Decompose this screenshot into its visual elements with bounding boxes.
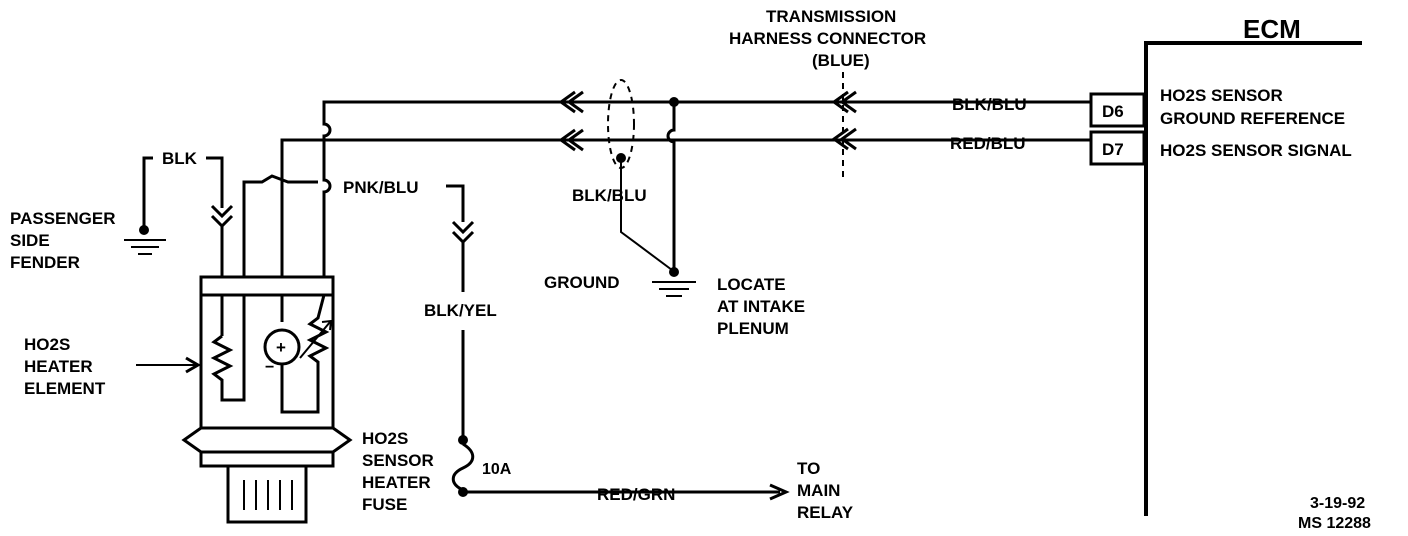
sensor-hex-nut: [181, 426, 353, 454]
fuse-label-line4: FUSE: [362, 495, 407, 514]
ecm-label: ECM: [1243, 14, 1301, 44]
locate-line1: LOCATE: [717, 275, 786, 294]
fender-label-line3: FENDER: [10, 253, 80, 272]
pnk-blu-chevron-icon: [451, 220, 475, 245]
wire-blk-sensor-top: [206, 156, 224, 208]
relay-arrow-icon: [769, 483, 790, 501]
drawing-date: 3-19-92: [1310, 495, 1365, 512]
pin-d7-box: [1089, 130, 1146, 166]
fuse-label-line2: SENSOR: [362, 451, 434, 470]
wire-label-blk: BLK: [162, 149, 198, 168]
sensor-top-cap: [199, 275, 335, 297]
ground-symbol-icon: [652, 281, 696, 297]
sensor-body: [199, 293, 335, 430]
fuse-rating: 10A: [482, 461, 512, 478]
wire-blk-fender: [142, 156, 153, 228]
sensor-tip: [226, 464, 308, 524]
fender-label-line1: PASSENGER: [10, 209, 116, 228]
wire-label-red-blu: RED/BLU: [950, 134, 1026, 153]
wire-label-blk-blu-shield: BLK/BLU: [572, 186, 647, 205]
variable-resistor-arrow: [299, 321, 331, 359]
wire-pnk-blu-down: [446, 184, 465, 222]
footer: 3-19-92 MS 12288: [1298, 495, 1371, 532]
relay-label-line3: RELAY: [797, 503, 854, 522]
shield-ground: BLK/BLU GROUND LOCATE AT INTAKE PLENUM: [544, 79, 805, 338]
connector-label-line3: (BLUE): [812, 51, 870, 70]
pin-d6-label: D6: [1102, 102, 1124, 121]
wire-label-blk-blu-top: BLK/BLU: [952, 95, 1027, 114]
fuse-terminal-top: [458, 435, 468, 445]
heater-label-line1: HO2S: [24, 335, 70, 354]
locate-line2: AT INTAKE: [717, 297, 805, 316]
variable-resistor-icon: [306, 294, 330, 378]
main-wires: BLK/BLU RED/BLU: [280, 90, 1091, 278]
sensor-washer: [199, 450, 335, 468]
heater-callout-arrow-icon: [185, 356, 201, 374]
blk-fender-ground: BLK PASSENGER SIDE FENDER: [10, 149, 234, 278]
heater-label-line3: ELEMENT: [24, 379, 106, 398]
fuse-label-line1: HO2S: [362, 429, 408, 448]
wire-label-red-grn: RED/GRN: [597, 485, 675, 504]
drawing-number: MS 12288: [1298, 515, 1371, 532]
fender-label-line2: SIDE: [10, 231, 50, 250]
cell-minus: −: [265, 359, 274, 376]
locate-line3: PLENUM: [717, 319, 789, 338]
variable-resistor-arrowhead-icon: [321, 319, 333, 331]
heater-label-line2: HEATER: [24, 357, 93, 376]
wire-red-blu: [280, 138, 1091, 278]
wire-label-pnk-blu: PNK/BLU: [343, 178, 419, 197]
relay-label-line1: TO: [797, 459, 820, 478]
cell-lead-bottom: [280, 364, 320, 414]
ecm-outline: [1144, 41, 1362, 516]
heater-resistor-icon: [210, 295, 246, 402]
fender-ground-symbol-icon: [124, 239, 166, 255]
pin-d7-label: D7: [1102, 140, 1124, 159]
fuse-icon: [451, 442, 475, 492]
ground-label: GROUND: [544, 273, 620, 292]
connector-label-line1: TRANSMISSION: [766, 7, 896, 26]
sensor-tip-slots-icon: [243, 480, 293, 510]
inline-chevron-bottom-icon: [558, 128, 584, 152]
ground-dot: [669, 267, 679, 277]
d6-desc-line2: GROUND REFERENCE: [1160, 109, 1345, 128]
ground-wire-vertical: [666, 102, 676, 270]
cell-plus: +: [276, 338, 286, 357]
heater-circuit: PNK/BLU BLK/YEL 10A RED/GRN TO MAIN RELA…: [242, 174, 854, 522]
wire-blk-blu-top: [322, 100, 1091, 278]
pin-d6-box: [1089, 92, 1146, 128]
fender-ground-dot: [139, 225, 149, 235]
wire-label-blk-yel: BLK/YEL: [424, 301, 497, 320]
d7-desc: HO2S SENSOR SIGNAL: [1160, 141, 1352, 160]
transmission-harness-connector: TRANSMISSION HARNESS CONNECTOR (BLUE): [729, 7, 926, 178]
d6-desc-line1: HO2S SENSOR: [1160, 86, 1283, 105]
shield-drain-wire: [620, 158, 673, 271]
connector-label-line2: HARNESS CONNECTOR: [729, 29, 926, 48]
inline-chevron-top-icon: [558, 90, 584, 114]
fuse-label-line3: HEATER: [362, 473, 431, 492]
relay-label-line2: MAIN: [797, 481, 840, 500]
ecm-block: ECM D6 D7 HO2S SENSOR GROUND REFERENCE H…: [1089, 14, 1362, 516]
wire-pnk-blu-sensor: [242, 174, 318, 278]
ho2s-sensor: + − HO2S HEATER ELEMENT: [24, 275, 353, 524]
blk-connector-chevron-icon: [210, 204, 234, 229]
